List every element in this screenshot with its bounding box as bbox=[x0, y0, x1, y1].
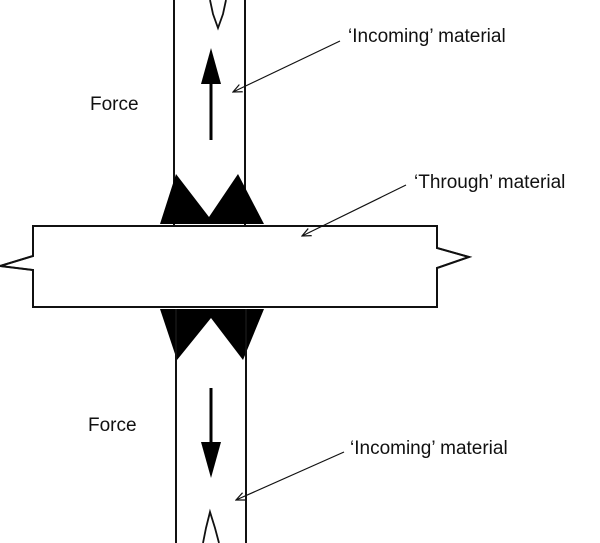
force-label-bottom: Force bbox=[88, 415, 137, 436]
bottom-incoming-member bbox=[175, 309, 247, 543]
top-weld bbox=[160, 174, 264, 224]
force-label-top: Force bbox=[90, 94, 139, 115]
through-material-label: ‘Through’ material bbox=[414, 172, 566, 193]
bottom-break-mark bbox=[202, 508, 220, 543]
leader-through bbox=[302, 184, 407, 236]
force-arrow-up-head bbox=[201, 48, 221, 84]
incoming-material-label-top: ‘Incoming’ material bbox=[348, 26, 506, 47]
force-arrow-down-head bbox=[201, 442, 221, 478]
plate-break-left bbox=[0, 226, 34, 307]
top-break-mark bbox=[209, 0, 227, 31]
incoming-material-label-bottom: ‘Incoming’ material bbox=[350, 438, 508, 459]
bottom-weld bbox=[160, 309, 264, 360]
through-plate bbox=[0, 225, 473, 308]
plate-break-right bbox=[436, 226, 473, 307]
leader-incoming-bottom bbox=[236, 451, 345, 500]
leader-incoming-top bbox=[233, 40, 341, 92]
